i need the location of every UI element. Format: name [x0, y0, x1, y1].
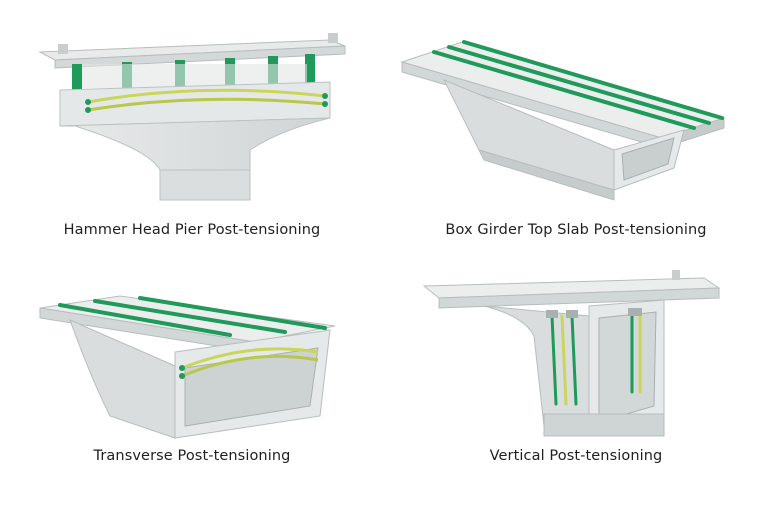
- figure-caption: Transverse Post-tensioning: [93, 448, 291, 464]
- web-side: [69, 319, 176, 439]
- figure-caption: Hammer Head Pier Post-tensioning: [63, 222, 321, 238]
- hammer-head-pier-figure: Hammer Head Pier Post-tensioning: [0, 0, 384, 256]
- box-cell-opening: [621, 137, 675, 181]
- box-cell-opening: [184, 347, 319, 427]
- cap-tendons: [85, 88, 328, 113]
- transverse-figure: Transverse Post-tensioning: [0, 256, 384, 512]
- longitudinal-ducts: [58, 296, 327, 337]
- vertical-figure: Vertical Post-tensioning: [384, 256, 768, 512]
- slab-curb: [672, 270, 680, 280]
- transverse-tendons: [179, 347, 319, 379]
- figure-caption: Vertical Post-tensioning: [489, 448, 663, 464]
- slab-tendon-ducts: [432, 40, 724, 130]
- hammer-head-pier-illustration: [38, 33, 346, 201]
- box-girder-top-slab-illustration: [400, 40, 726, 201]
- vertical-illustration: [422, 270, 721, 437]
- slab-curb-right: [328, 33, 338, 43]
- box-girder-top-slab-figure: Box Girder Top Slab Post-tensioning: [384, 0, 768, 256]
- deck-edge: [438, 287, 720, 309]
- vertical-tendons: [550, 312, 642, 406]
- anchor-plates: [546, 308, 642, 318]
- pier-base: [159, 169, 251, 201]
- slab-curb-left: [58, 44, 68, 54]
- bottom-slab: [543, 413, 665, 437]
- bottom-slab: [478, 149, 615, 201]
- figure-caption: Box Girder Top Slab Post-tensioning: [445, 222, 707, 238]
- box-cell-opening: [598, 311, 657, 423]
- transverse-illustration: [39, 295, 336, 439]
